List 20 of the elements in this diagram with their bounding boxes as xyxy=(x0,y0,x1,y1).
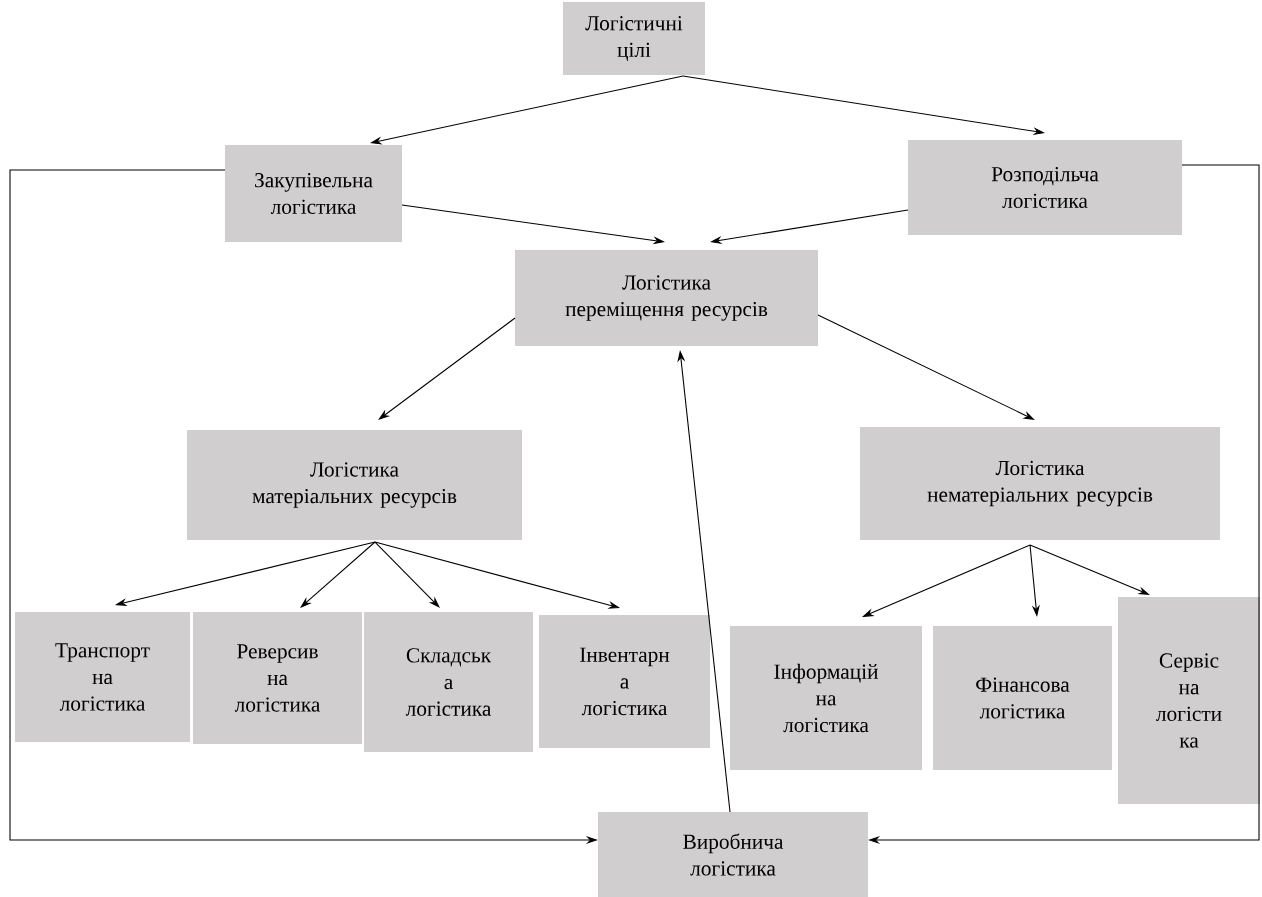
text-box: Складськ а логістика xyxy=(364,612,533,752)
text-box: Логістика нематеріальних ресурсів xyxy=(860,427,1220,540)
text-box: Транспорт на логістика xyxy=(15,612,190,742)
text-box: Сервіс на логісти ка xyxy=(1118,597,1260,804)
text-box: Виробнича логістика xyxy=(598,812,868,897)
text-box: Логістика матеріальних ресурсів xyxy=(187,430,522,540)
text-box: Логістичні цілі xyxy=(563,2,705,75)
text-box: Фінансова логістика xyxy=(933,626,1112,770)
node-label: Реверсив на логістика xyxy=(234,644,321,712)
arrow xyxy=(378,317,516,420)
text-box: Логістика переміщення ресурсів xyxy=(515,250,818,346)
text-box: Інвентарн а логістика xyxy=(539,615,710,748)
arrow xyxy=(374,541,440,608)
text-box: Закупівельна логістика xyxy=(225,145,402,242)
arrow xyxy=(300,541,376,608)
arrow xyxy=(817,314,1035,420)
text-box: Розподільча логістика xyxy=(908,140,1182,235)
text-box: Реверсив на логістика xyxy=(193,612,362,744)
text-box: Інформацій на логістика xyxy=(730,626,922,770)
node-label: Складськ а логістика xyxy=(405,648,492,716)
